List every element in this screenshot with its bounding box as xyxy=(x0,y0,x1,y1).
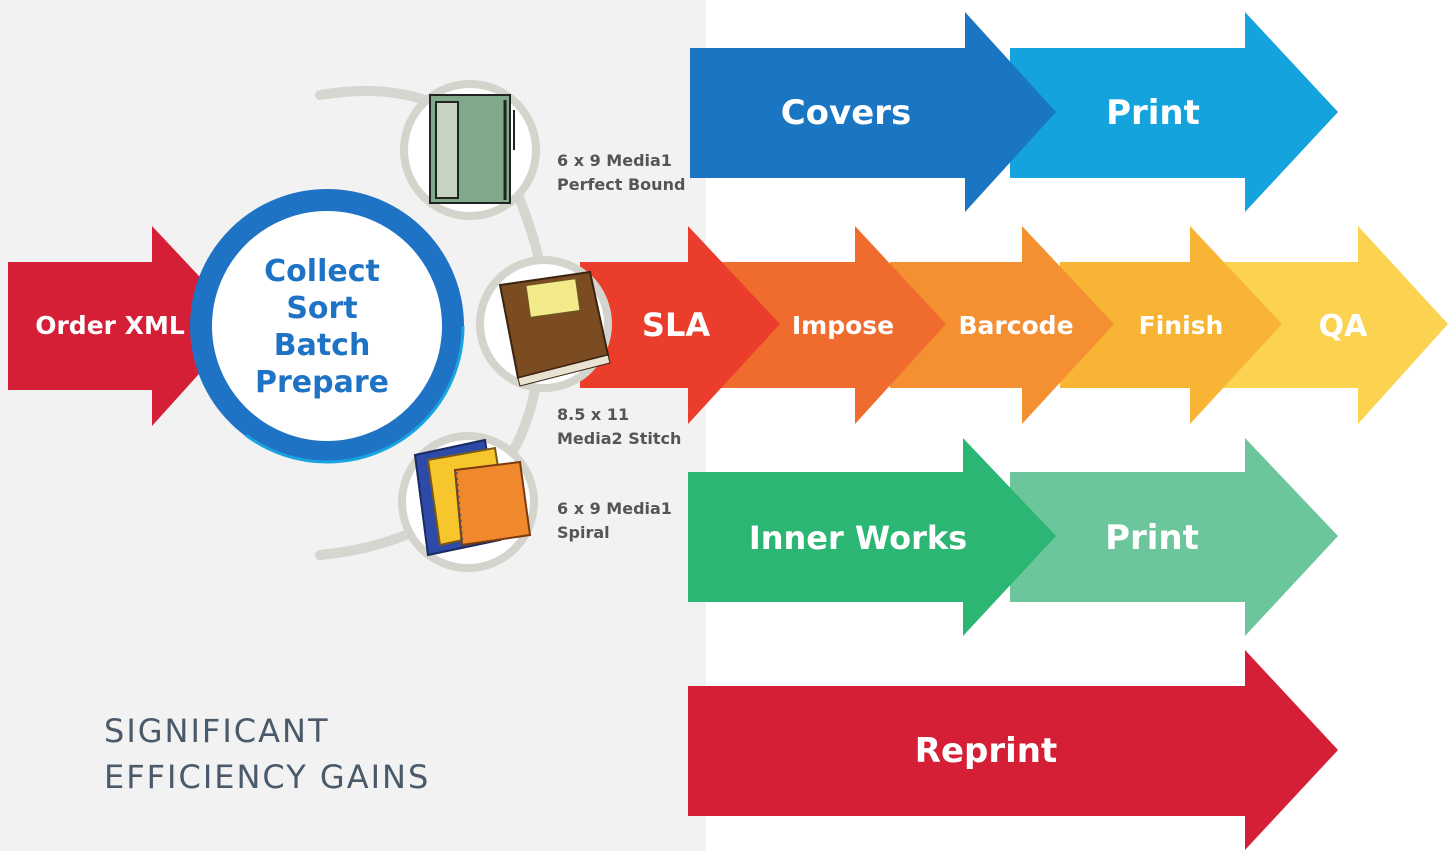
barcode-arrow xyxy=(890,226,1114,424)
reprint-arrow xyxy=(688,650,1338,850)
covers-print-arrow xyxy=(1010,12,1338,212)
media-2-size: 8.5 x 11 xyxy=(557,405,629,424)
covers-print-label: Print xyxy=(1106,93,1200,133)
media-perfect-bound: 6 x 9 Media1 Perfect Bound xyxy=(400,80,685,220)
hub-ring-accent xyxy=(189,188,465,464)
hub-line-prepare: Prepare xyxy=(255,365,389,400)
tagline: SIGNIFICANT EFFICIENCY GAINS xyxy=(104,708,430,800)
order-xml-block: Order XML xyxy=(8,226,244,426)
inner-print-label: Print xyxy=(1105,518,1199,558)
impose-label: Impose xyxy=(792,311,894,340)
main-track: SLA Impose Barcode Finish QA xyxy=(580,226,1448,424)
sla-arrow xyxy=(580,226,780,424)
covers-arrow xyxy=(690,12,1056,212)
media-stitch: 8.5 x 11 Media2 Stitch xyxy=(476,256,681,448)
hub-circle: Collect Sort Batch Prepare xyxy=(189,188,465,464)
impose-arrow xyxy=(720,226,946,424)
inner-works-label: Inner Works xyxy=(749,519,967,557)
hub-line-sort: Sort xyxy=(286,291,357,326)
hub-ring xyxy=(190,189,464,463)
hub-line-collect: Collect xyxy=(264,254,380,289)
qa-label: QA xyxy=(1319,309,1369,344)
hub-line-batch: Batch xyxy=(274,328,371,363)
covers-track: Covers Print xyxy=(690,12,1338,212)
media-3-size: 6 x 9 Media1 xyxy=(557,499,672,518)
reprint-track: Reprint xyxy=(688,650,1338,850)
media-2-binding: Media2 Stitch xyxy=(557,429,681,448)
covers-label: Covers xyxy=(781,93,912,133)
media-1-size: 6 x 9 Media1 xyxy=(557,151,672,170)
barcode-label: Barcode xyxy=(958,311,1073,340)
finish-label: Finish xyxy=(1139,311,1224,340)
order-xml-label: Order XML xyxy=(35,311,185,340)
perfect-bound-book-icon xyxy=(429,94,515,204)
tagline-line-1: SIGNIFICANT xyxy=(104,712,330,750)
order-xml-arrow xyxy=(8,226,244,426)
media-spiral: 6 x 9 Media1 Spiral xyxy=(398,432,672,572)
inner-print-arrow xyxy=(1010,438,1338,636)
spiral-notebook-icon xyxy=(413,438,532,557)
tagline-line-2: EFFICIENCY GAINS xyxy=(104,758,431,796)
qa-arrow xyxy=(1220,226,1448,424)
sla-label: SLA xyxy=(642,306,710,344)
media-3-binding: Spiral xyxy=(557,523,610,542)
stitched-book-icon xyxy=(498,270,611,387)
reprint-label: Reprint xyxy=(915,731,1057,771)
media-1-binding: Perfect Bound xyxy=(557,175,685,194)
inner-works-track: Inner Works Print xyxy=(688,438,1338,636)
inner-works-arrow xyxy=(688,438,1056,636)
finish-arrow xyxy=(1060,226,1282,424)
